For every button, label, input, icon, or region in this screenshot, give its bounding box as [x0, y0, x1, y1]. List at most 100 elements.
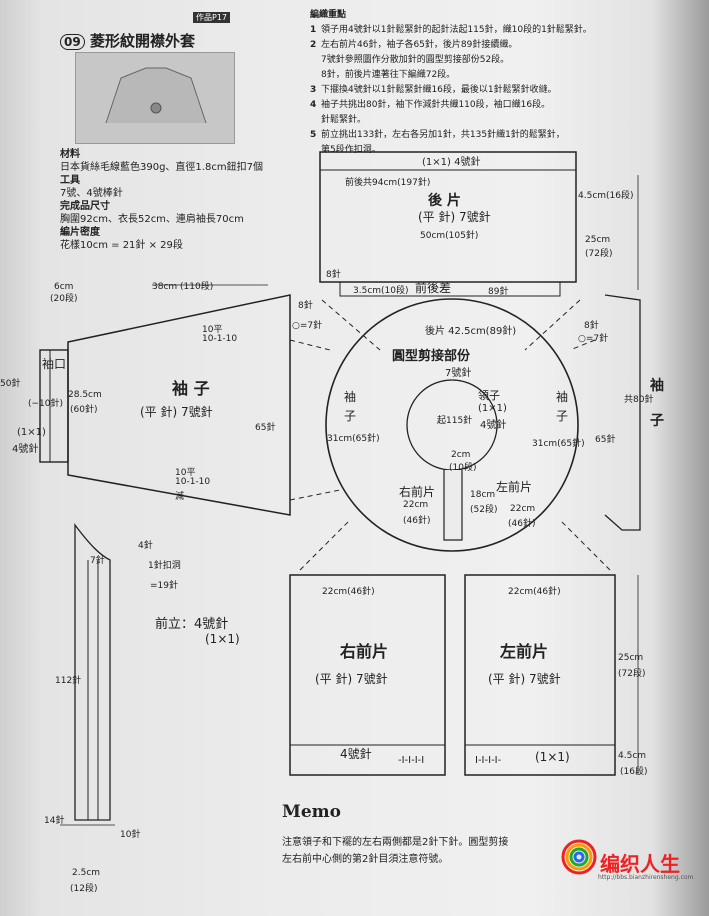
step-item: 7號針參照圖作分散加針的圓型剪接部份52段。 [310, 53, 700, 68]
step-item: 3 下擺換4號針以1針鬆緊針織16段，最後以1針鬆緊針收縫。 [310, 83, 700, 98]
step-text: 領子用4號針以1針鬆緊針的起針法起115針，織10段的1針鬆緊針。 [321, 25, 592, 35]
yoke-outer-circle [325, 298, 579, 552]
sleeve-dec2b: 10-1-10 [175, 477, 211, 487]
yoke-collar-rib: (1×1) [478, 403, 507, 414]
step-text: 針鬆緊針。 [321, 115, 367, 125]
yoke-needle: 7號針 [445, 368, 472, 379]
step-number: 3 [310, 85, 317, 95]
step-number: 5 [310, 130, 317, 140]
back-height-rows: (72段) [585, 249, 613, 259]
back-width: 50cm(105針) [420, 231, 479, 241]
memo-title: Memo [282, 802, 341, 822]
memo-line-1: 注意領子和下襬的左右兩側都是2針下針。圓型剪接 [282, 837, 509, 848]
band-width: 2.5cm [72, 868, 101, 878]
band-sts-19: =19針 [150, 581, 178, 591]
page-ref-badge: 作品P17 [193, 12, 231, 23]
pattern-name: 菱形紋開襟外套 [89, 32, 195, 50]
band-sts-7: 7針 [90, 556, 105, 566]
yoke-back-width: 後片 42.5cm(89針) [425, 326, 517, 337]
band-rib: (1×1) [205, 632, 240, 646]
watermark-text: 编织人生 [600, 852, 680, 876]
rsleeve-label1: 袖 [650, 378, 664, 394]
sleeve-width-sts: (60針) [70, 405, 98, 415]
pattern-number: 09 [60, 34, 85, 50]
step-text: 左右前片46針，袖子各65針，後片89針接續織。 [321, 40, 518, 50]
cuff-rib: (1×1) [17, 427, 46, 438]
back-label: 後 片 [428, 193, 461, 209]
lfront-label: 左前片 [500, 642, 549, 661]
yoke-collar-needle: 4號針 [480, 420, 507, 431]
back-width-total: 前後共94cm(197針) [345, 178, 431, 188]
lfront-width: 22cm(46針) [508, 587, 561, 597]
lfront-height-rows: (72段) [618, 669, 646, 679]
lfront-rib: (1×1) [535, 750, 570, 764]
cuff-needle: 4號針 [12, 444, 39, 455]
yoke-sleeve-left-2: 子 [344, 409, 357, 423]
cuff-rows: (20段) [50, 294, 78, 304]
tools-text: 7號、4號棒針 [60, 188, 123, 199]
lfront-marks: I-I-I-I- [475, 755, 502, 766]
rsleeve-side-7: ○=7針 [578, 334, 609, 344]
yoke-depth-rows: (52段) [470, 505, 498, 515]
size-heading: 完成品尺寸 [60, 201, 110, 212]
materials-block: 材料 日本貨絲毛線藍色390g、直徑1.8cm鈕扣7個 工具 7號、4號棒針 完… [60, 148, 263, 252]
yoke-collar-h: 2cm [451, 450, 471, 460]
back-diff-label: 前後差 [415, 281, 452, 295]
sleeve-side-8: 8針 [298, 301, 313, 311]
sleeve-width: 28.5cm [68, 390, 102, 400]
step-item: 第5段作扣洞。 [310, 143, 700, 158]
back-height: 25cm [585, 235, 611, 245]
gauge-heading: 編片密度 [60, 227, 100, 238]
back-diff-sts: 89針 [488, 287, 509, 297]
step-text: 7號針參照圖作分散加針的圓型剪接部份52段。 [321, 55, 510, 65]
rsleeve-side-8: 8針 [584, 321, 599, 331]
steps-heading: 編織重點 [310, 10, 347, 20]
band-buttonhole: 1針扣洞 [148, 561, 181, 571]
gauge-text: 花樣10cm = 21針 × 29段 [60, 240, 183, 251]
back-hem-height: 4.5cm(16段) [578, 191, 634, 201]
cardigan-image [105, 67, 207, 124]
rfront-rib: 4號針 [340, 747, 372, 761]
yoke-left-front: 左前片 [496, 480, 533, 494]
yoke-right-front: 右前片 [399, 485, 436, 499]
band-rows: (12段) [70, 884, 98, 894]
size-text: 胸圍92cm、衣長52cm、連肩袖長70cm [60, 214, 244, 225]
garment-photo [75, 52, 235, 144]
step-item: 8針，前後片連著往下編織72段。 [310, 68, 700, 83]
step-number: 4 [310, 100, 317, 110]
sleeve-side-7: ○=7針 [292, 321, 323, 331]
step-text: 前立挑出133針，左右各另加1針，共135針織1針的鬆緊針， [321, 130, 565, 140]
band-sts-10: 10針 [120, 830, 141, 840]
band-sts-14: 14針 [44, 816, 65, 826]
yoke-lf-width: 22cm [510, 504, 536, 514]
sleeve-stitch: (平 針) 7號針 [140, 405, 213, 419]
yoke-depth: 18cm [470, 490, 496, 500]
sleeve-label: 袖 子 [172, 379, 210, 398]
rsleeve-label2: 子 [650, 413, 664, 429]
sleeve-start-w: 65針 [255, 423, 276, 433]
sleeve-left-cut-2: (−10針) [28, 399, 64, 409]
lfront-hem: 4.5cm [618, 751, 647, 761]
lfront-stitch: (平 針) 7號針 [488, 672, 561, 686]
rsleeve-count: 共80針 [624, 395, 654, 405]
lfront-hem-rows: (16段) [620, 767, 648, 777]
sleeve-dec2c: 減 [175, 492, 185, 502]
step-text: 下擺換4號針以1針鬆緊針織16段，最後以1針鬆緊針收縫。 [321, 85, 557, 95]
front-band-outline [74, 523, 111, 821]
yoke-sleeve-right-2: 子 [556, 409, 569, 423]
band-sts-4: 4針 [138, 541, 153, 551]
yoke-sleeve-width-r: 31cm(65針) [532, 439, 585, 449]
step-number: 2 [310, 40, 317, 50]
cuff-label: 袖口 [42, 357, 67, 371]
yoke-sleeve-width-l: 31cm(65針) [327, 434, 380, 444]
cuff-cm: 6cm [54, 282, 74, 292]
yoke-cast-on: 起115針 [437, 416, 473, 426]
step-item: 5 前立挑出133針，左右各另加1針，共135針織1針的鬆緊針， [310, 128, 700, 143]
back-side-8: 8針 [326, 270, 341, 280]
watermark-url: http://bbs.bianzhirensheng.com [598, 874, 694, 881]
